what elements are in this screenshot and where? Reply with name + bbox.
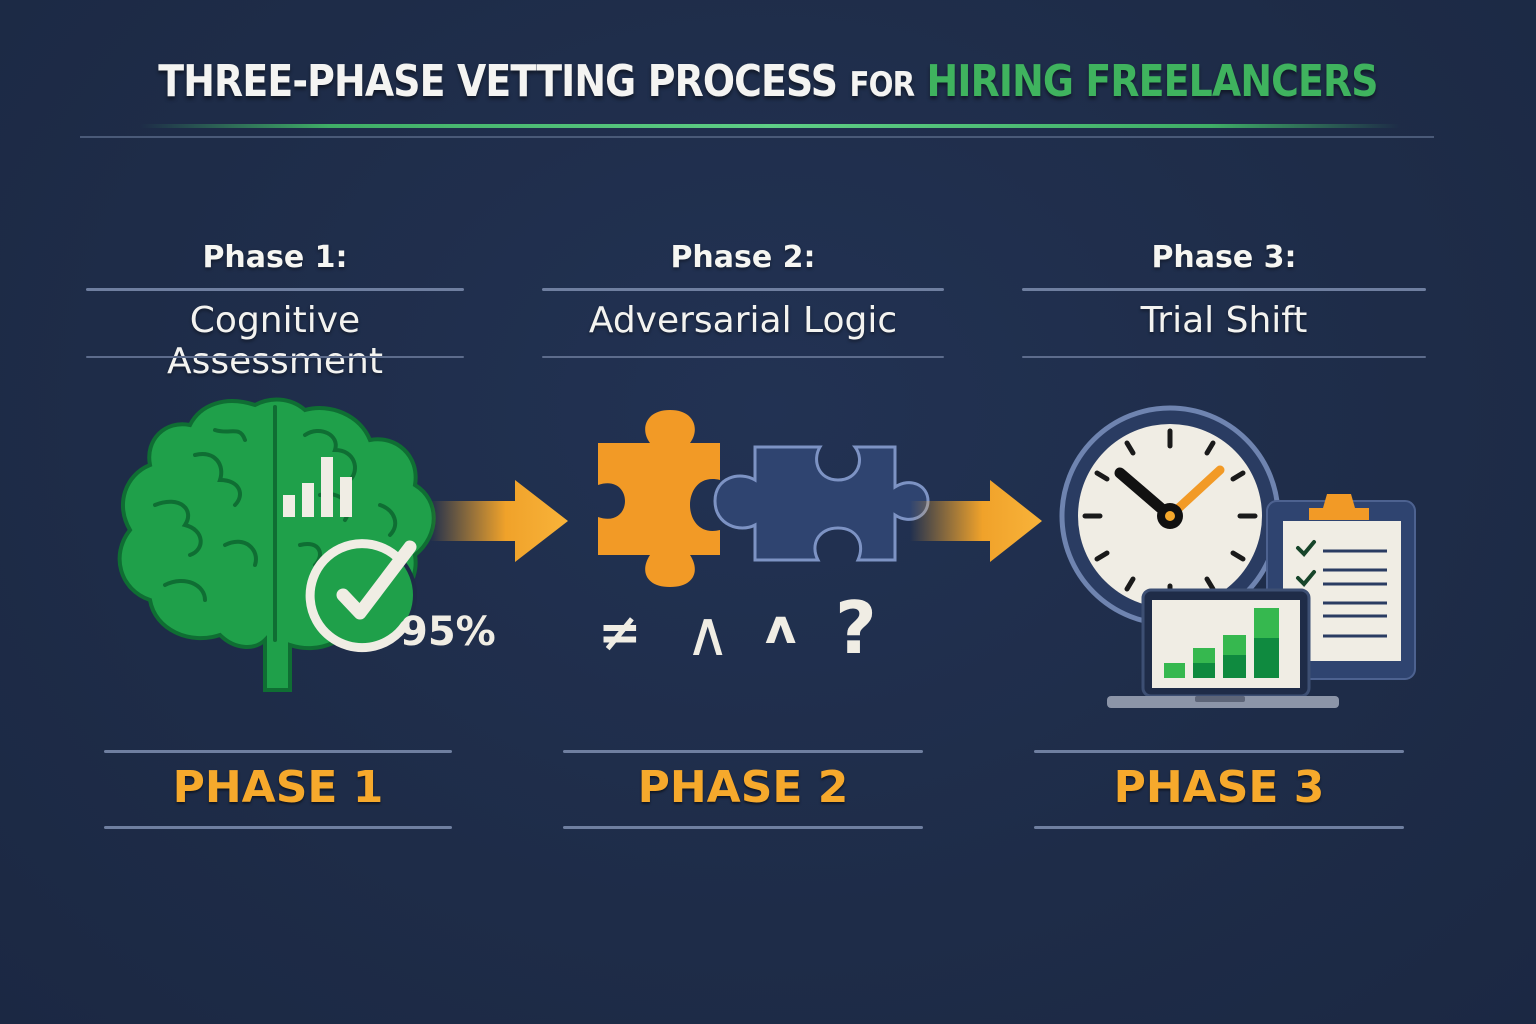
- divider: [104, 750, 452, 753]
- puzzle-piece-blue-icon: [713, 445, 930, 562]
- divider: [563, 750, 923, 753]
- score-text: 95%: [400, 609, 496, 655]
- divider: [86, 288, 464, 291]
- puzzle-piece-orange-icon: [598, 410, 720, 587]
- divider: [1022, 288, 1426, 291]
- clock-icon: [1059, 405, 1281, 627]
- divider: [86, 356, 464, 358]
- laptop-chart-icon: [1107, 588, 1339, 708]
- divider: [1022, 356, 1426, 358]
- arrow-right-icon: [910, 480, 1042, 562]
- not-equal-symbol: ≠: [598, 603, 642, 663]
- and-symbol: ∧: [685, 597, 730, 670]
- divider: [104, 826, 452, 829]
- phase-3-heading: Phase 3:: [1151, 240, 1297, 275]
- phase-2-name: Adversarial Logic: [588, 300, 898, 341]
- title-divider: [80, 136, 1434, 138]
- title-main: THREE-PHASE VETTING PROCESS: [158, 56, 838, 107]
- divider: [542, 288, 944, 291]
- phase-1-heading: Phase 1:: [202, 240, 348, 275]
- phase-2-heading: Phase 2:: [670, 240, 816, 275]
- phase-3-label: PHASE 3: [1113, 762, 1325, 813]
- page-title: THREE-PHASE VETTING PROCESS FOR HIRING F…: [108, 56, 1429, 107]
- arrow-right-icon: [430, 480, 568, 562]
- divider: [563, 826, 923, 829]
- phase-2-label: PHASE 2: [637, 762, 849, 813]
- title-highlight: HIRING FREELANCERS: [926, 56, 1379, 107]
- divider: [542, 356, 944, 358]
- question-symbol: ?: [835, 586, 877, 670]
- trial-shift-illustration: [1059, 405, 1416, 708]
- divider: [1034, 826, 1404, 829]
- caret-symbol: ʌ: [765, 599, 796, 655]
- title-connector: FOR: [849, 65, 915, 105]
- brain-icon: 95%: [117, 397, 496, 692]
- phase-3-name: Trial Shift: [1140, 300, 1308, 341]
- phase-1-name: Cognitive Assessment: [167, 300, 383, 382]
- puzzle-illustration: ≠ ∧ ʌ ?: [598, 410, 930, 670]
- divider: [1034, 750, 1404, 753]
- title-underline-glow: [140, 124, 1400, 128]
- phase-1-label: PHASE 1: [172, 762, 384, 813]
